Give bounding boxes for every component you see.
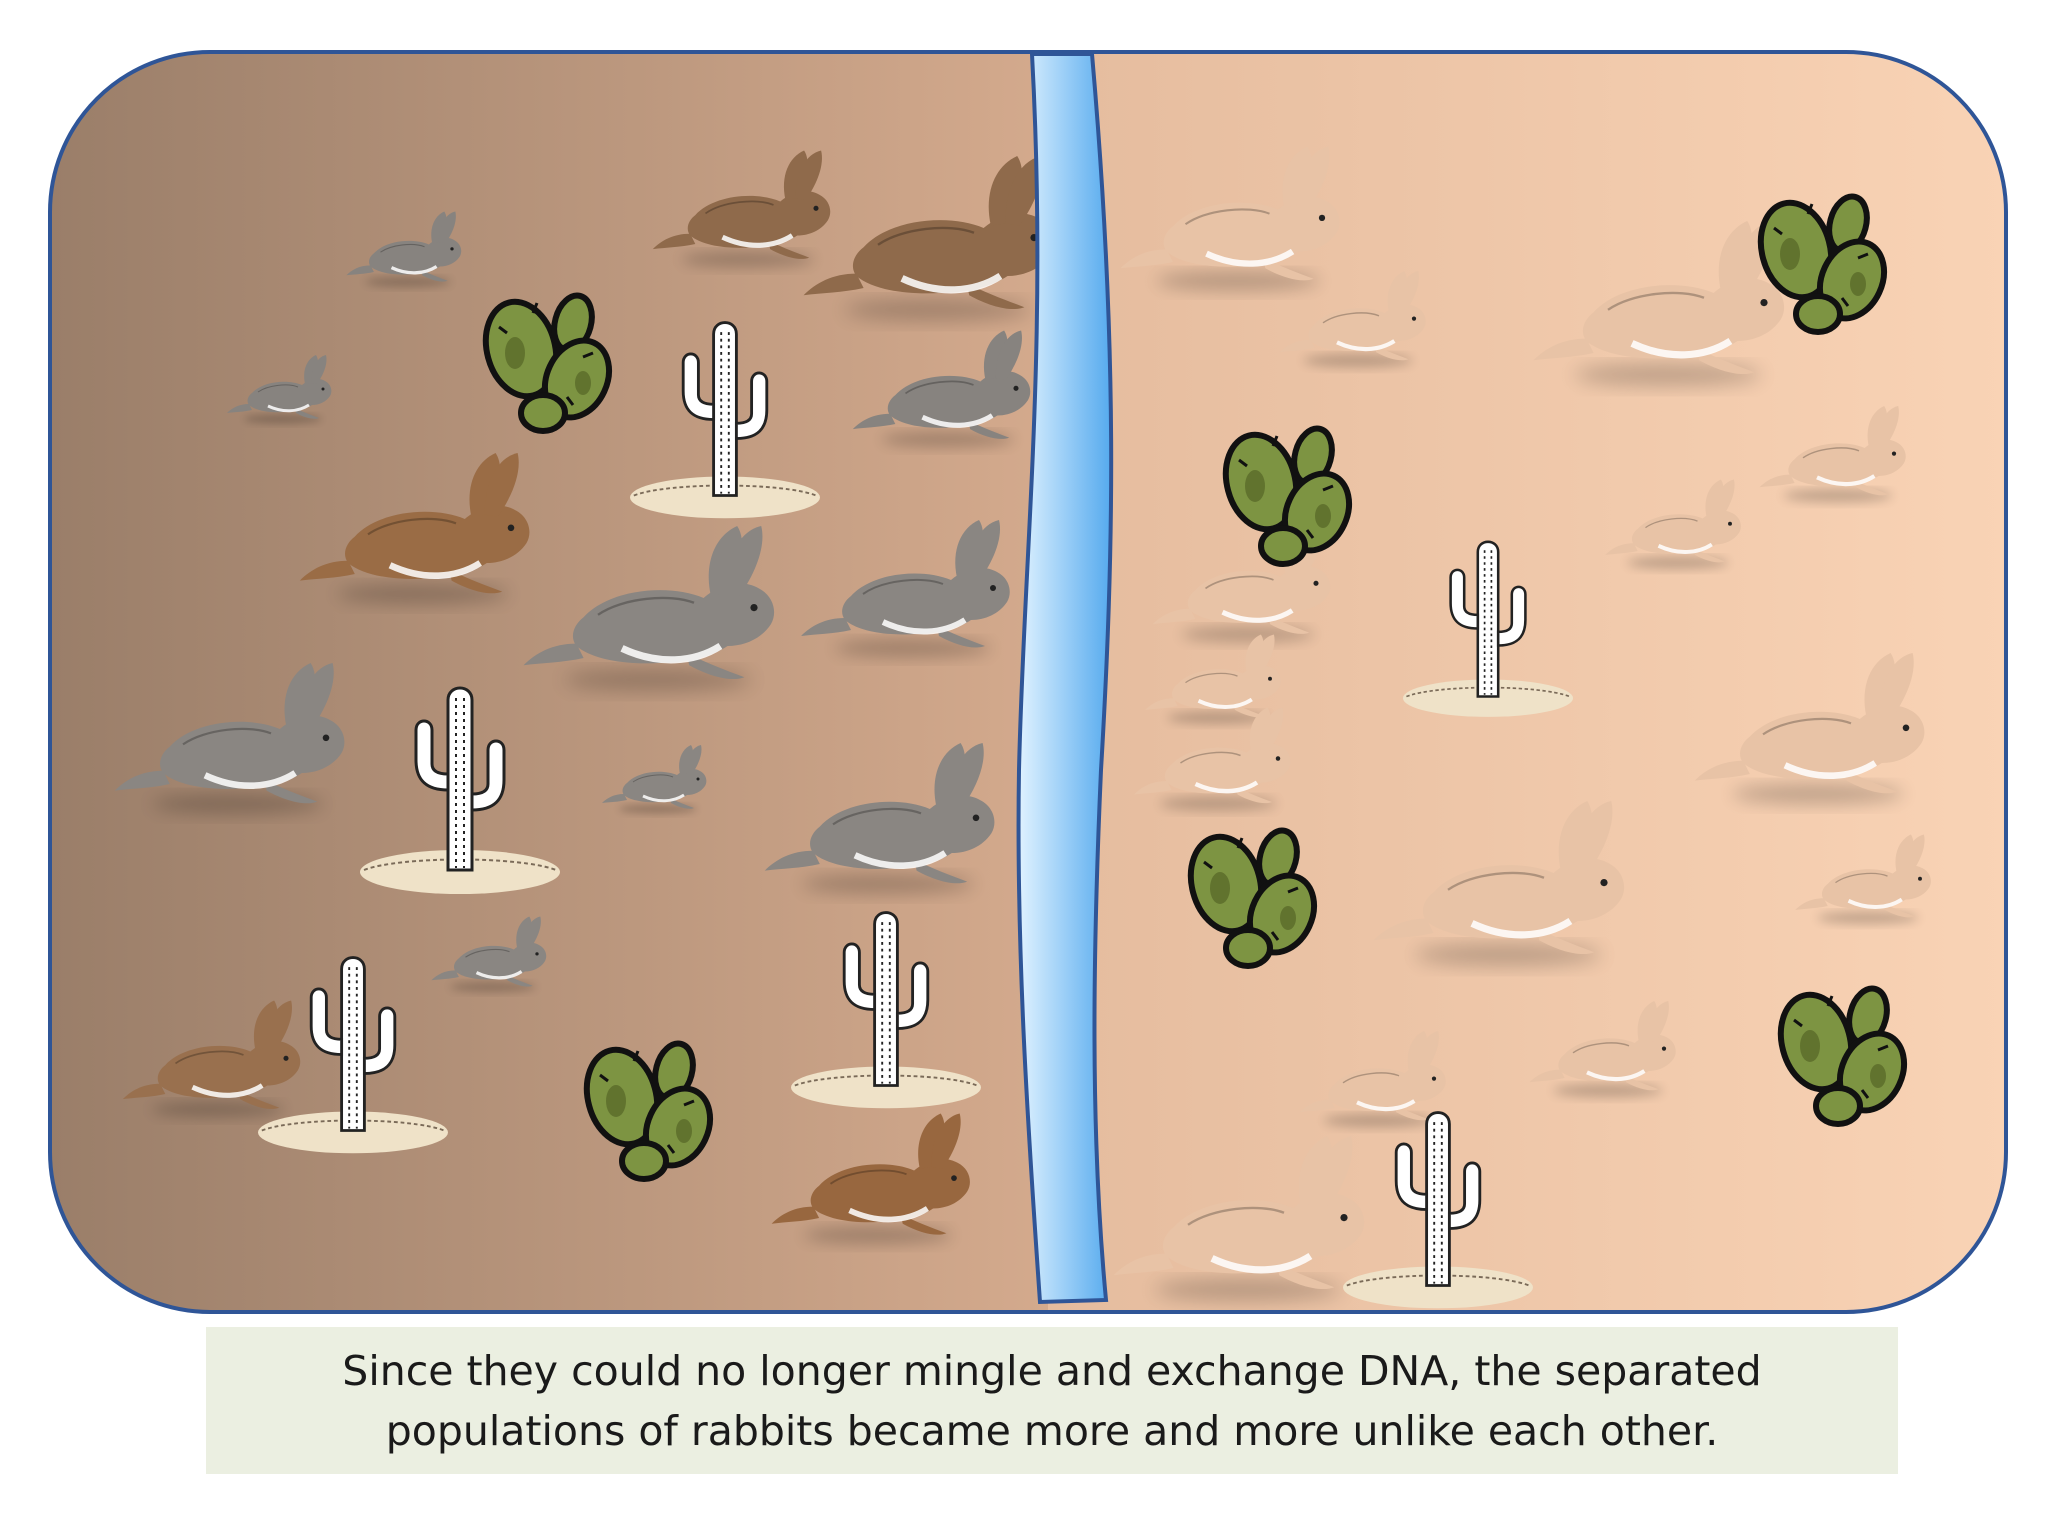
caption-text: Since they could no longer mingle and ex… bbox=[342, 1346, 1762, 1455]
desert-scene-svg bbox=[48, 50, 2008, 1314]
scene-border bbox=[48, 50, 2008, 1314]
desert-scene bbox=[48, 50, 2008, 1314]
river-barrier bbox=[1016, 52, 1114, 1305]
caption-box: Since they could no longer mingle and ex… bbox=[206, 1327, 1898, 1474]
